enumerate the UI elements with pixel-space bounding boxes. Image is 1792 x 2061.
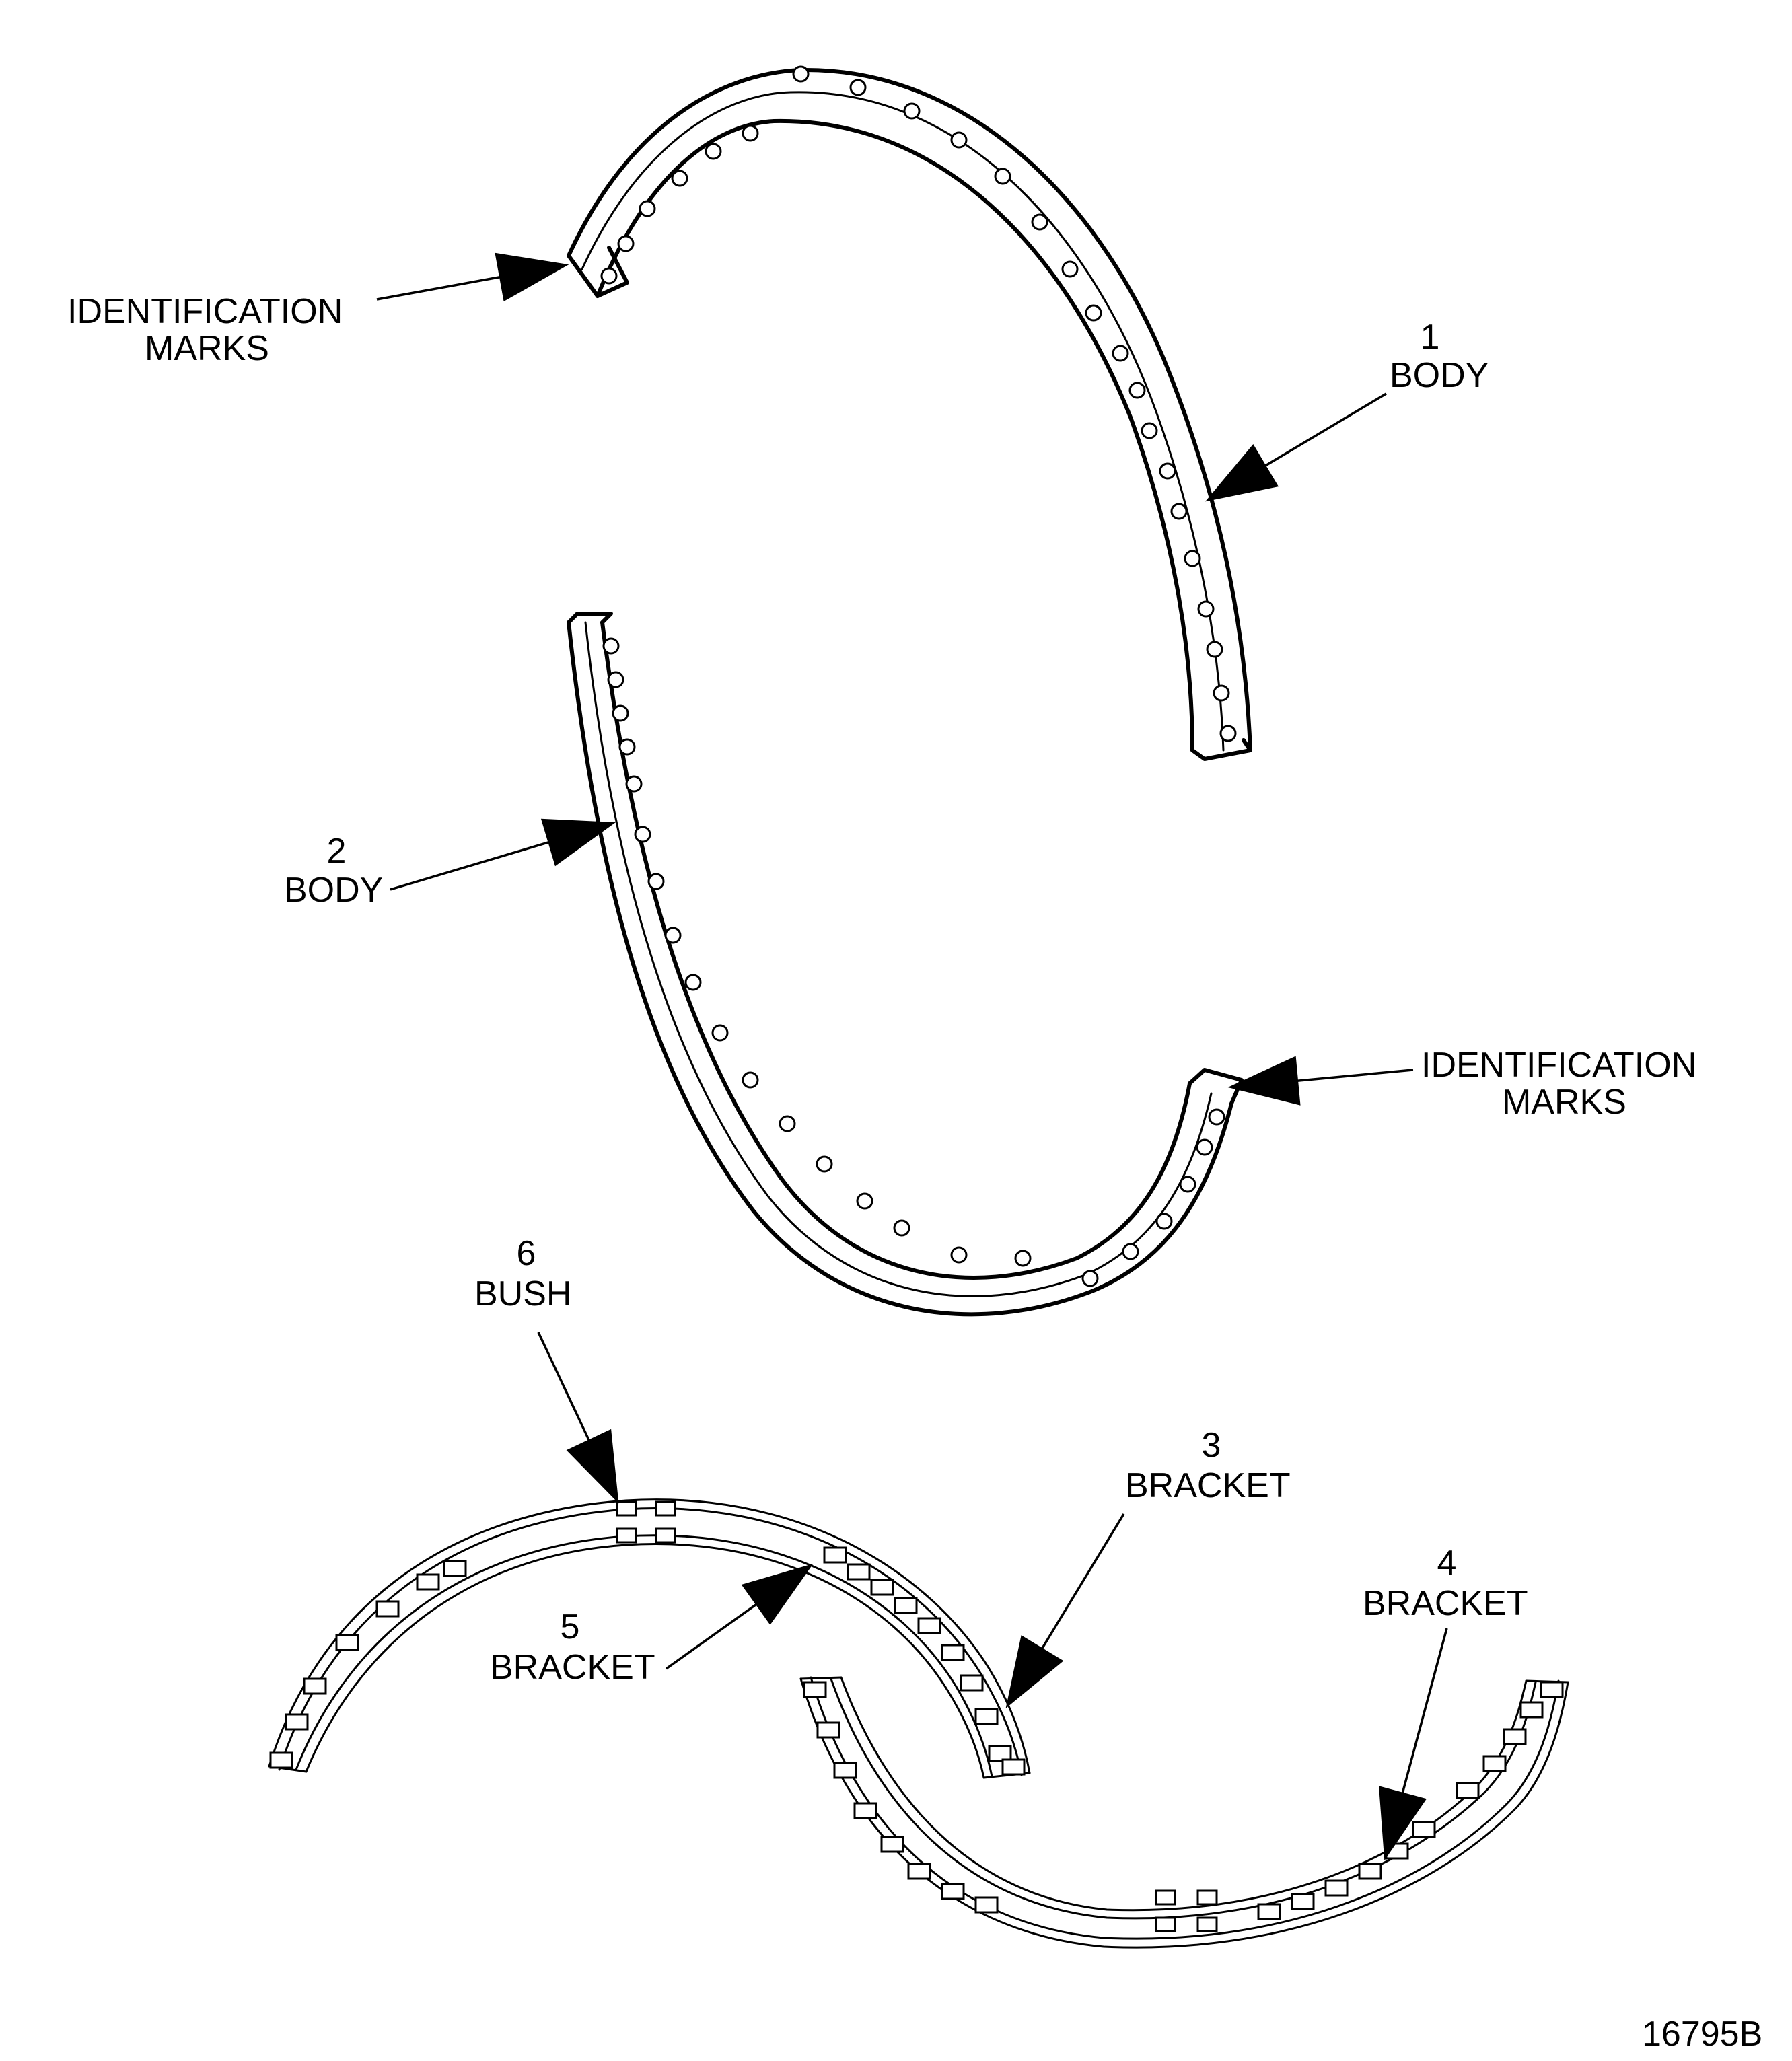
figure-number: 16795B xyxy=(1642,2015,1762,2054)
body-part-1 xyxy=(567,65,1252,761)
body-1-holes xyxy=(600,65,1237,742)
leader-lines xyxy=(376,252,1448,1861)
label-bush-6: 6 BUSH xyxy=(474,1234,571,1313)
label-bracket-3: 3 BRACKET xyxy=(1125,1426,1291,1505)
label-body-1-name: BODY xyxy=(1390,356,1489,395)
label-body-2: 2 BODY xyxy=(284,832,383,910)
label-id-marks-1-line1: IDENTIFICATION xyxy=(67,292,343,331)
leader-id-marks-2 xyxy=(1227,1056,1414,1106)
body-part-2 xyxy=(567,612,1244,1317)
leader-bracket-5 xyxy=(665,1563,814,1670)
label-bush-6-number: 6 xyxy=(517,1234,536,1273)
label-bracket-4-number: 4 xyxy=(1437,1544,1457,1583)
bracket-assembly-left xyxy=(268,1498,1031,1779)
leader-id-marks-1 xyxy=(376,252,569,302)
label-body-1: 1 BODY xyxy=(1390,318,1489,395)
label-id-marks-2: IDENTIFICATION MARKS xyxy=(1421,1046,1696,1122)
label-id-marks-1: IDENTIFICATION MARKS xyxy=(67,292,343,368)
label-bush-6-name: BUSH xyxy=(474,1274,571,1313)
bracket-4-lugs xyxy=(803,1681,1564,1932)
label-bracket-5-name: BRACKET xyxy=(490,1648,655,1687)
label-bracket-3-number: 3 xyxy=(1202,1426,1221,1465)
body-2-holes xyxy=(602,637,1225,1287)
label-bracket-5: 5 BRACKET xyxy=(490,1607,655,1687)
label-bracket-5-number: 5 xyxy=(561,1607,580,1647)
label-id-marks-1-line2: MARKS xyxy=(145,329,269,368)
leader-bush-6 xyxy=(537,1332,619,1504)
label-bracket-4: 4 BRACKET xyxy=(1363,1544,1528,1623)
label-id-marks-2-line1: IDENTIFICATION xyxy=(1421,1046,1696,1085)
leader-bracket-4 xyxy=(1379,1628,1448,1861)
label-body-2-name: BODY xyxy=(284,871,383,910)
bracket-part-4 xyxy=(799,1676,1569,1949)
leader-body-1 xyxy=(1205,392,1387,502)
label-bracket-3-name: BRACKET xyxy=(1125,1466,1291,1505)
label-bracket-4-name: BRACKET xyxy=(1363,1584,1528,1623)
label-body-1-number: 1 xyxy=(1421,318,1440,357)
leader-bracket-3 xyxy=(1005,1513,1125,1708)
bracket-left-lugs xyxy=(269,1500,1026,1776)
label-body-2-number: 2 xyxy=(327,832,347,871)
leader-body-2 xyxy=(390,818,616,891)
label-id-marks-2-line2: MARKS xyxy=(1502,1083,1626,1122)
